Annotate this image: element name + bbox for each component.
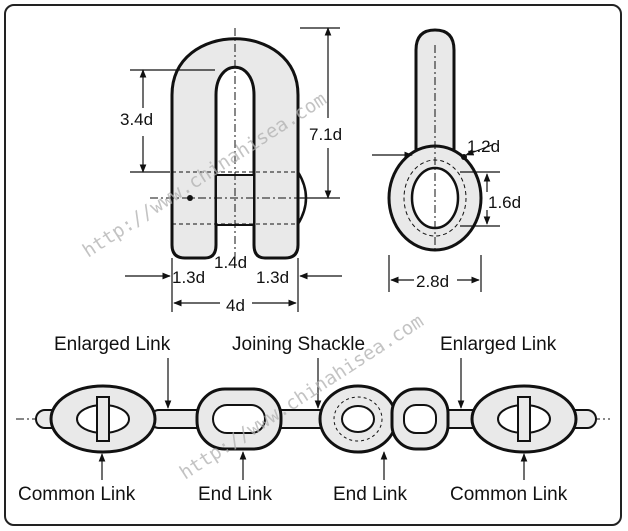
common-link-right-shape [470,384,578,454]
dim-1-2d: 1.2d [467,137,500,156]
side-dimension-lines [372,144,500,292]
shackle-front-view [150,28,310,262]
dim-1-4d: 1.4d [214,253,247,272]
dim-4d: 4d [226,296,245,315]
label-common-link-right: Common Link [450,484,568,505]
label-joining-shackle: Joining Shackle [232,334,365,355]
end-link-left-shape [195,387,283,451]
dim-3-4d: 3.4d [120,110,153,129]
dim-2-8d: 2.8d [416,272,449,291]
dim-7-1d: 7.1d [309,125,342,144]
label-enlarged-link-right: Enlarged Link [440,334,557,355]
chain-callout-arrows [98,358,528,480]
label-end-link-left: End Link [198,484,272,505]
shackle-side-view [387,28,483,252]
joining-shackle-shape [318,384,398,454]
front-dimension-lines [125,27,342,312]
end-link-right-shape [390,387,450,451]
dim-1-3d-right: 1.3d [256,268,289,287]
dim-1-6d: 1.6d [488,193,521,212]
dim-1-3d-left: 1.3d [172,268,205,287]
common-link-left-shape [49,384,157,454]
label-enlarged-link-left: Enlarged Link [54,334,171,355]
chain-assembly [16,384,610,454]
label-end-link-right: End Link [333,484,407,505]
label-common-link-left: Common Link [18,484,136,505]
